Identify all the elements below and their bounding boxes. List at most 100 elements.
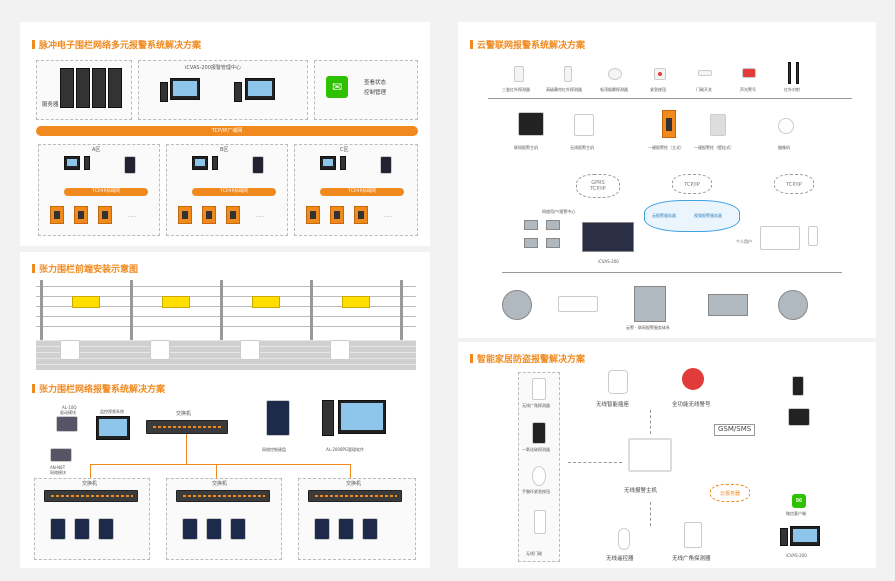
controller-box-icon <box>240 340 260 360</box>
switch-label: 交换机 <box>212 481 228 487</box>
zone-b-label: B区 <box>220 147 229 153</box>
controller-icon <box>206 518 222 540</box>
panel-title: 张力围栏网络报警系统解决方案 <box>32 382 165 395</box>
controller-icon <box>74 206 88 224</box>
remote-label: 无线遥控器 <box>606 556 634 562</box>
left-device-label: 无线门磁 <box>526 551 542 556</box>
controller-box-icon <box>60 340 80 360</box>
beam-sensor-icon <box>788 62 791 84</box>
pc-tower-icon <box>234 82 242 102</box>
controller-icon <box>98 206 112 224</box>
wan-backbone: TCP/IP广域网 <box>36 126 418 136</box>
host-label: 无线报警主机 <box>570 145 594 150</box>
controller-icon <box>354 206 368 224</box>
wechat-status-label: 查看状态 <box>364 80 387 86</box>
panel-title: 智能家居防盗报警解决方案 <box>470 352 585 365</box>
host-label: 一键报警柱（壁挂式） <box>694 145 734 150</box>
server-rack-icon <box>76 68 90 108</box>
network-cable <box>350 464 351 484</box>
tcpip-cloud: TCP/IP <box>774 174 814 194</box>
fence-post <box>130 280 133 340</box>
warning-sign <box>342 296 370 308</box>
server-rack-icon <box>60 68 74 108</box>
panel-title: 脉冲电子围栏网络多元报警系统解决方案 <box>32 38 201 51</box>
cloud-server <box>644 200 740 232</box>
bus-line <box>488 98 852 99</box>
software-label: AL-2008PG管理软件 <box>326 447 365 452</box>
switch-icon <box>176 490 270 502</box>
door-sensor-icon <box>534 510 546 534</box>
warning-sign <box>252 296 280 308</box>
network-cable <box>186 434 187 464</box>
smart-socket-icon <box>608 370 628 394</box>
fence-post <box>310 280 313 340</box>
socket-label: 无线智能插座 <box>596 402 630 408</box>
ellipsis: …… <box>384 213 392 218</box>
pc-tower-icon <box>212 156 218 170</box>
gsm-label: GSM/SMS <box>714 424 756 436</box>
switch-label: 交换机 <box>346 481 362 487</box>
an-sub-label: 网络模块 <box>50 470 66 475</box>
fence-wire <box>36 326 416 327</box>
keypad-icon <box>124 156 136 174</box>
field-photo <box>708 294 748 316</box>
smoke-detector-icon <box>608 68 622 80</box>
wechat-label: 微信客户端 <box>786 511 806 516</box>
left-device-label: 无线广角探测器 <box>522 403 550 408</box>
keyboard-label: 网络控制键盘 <box>262 447 286 452</box>
keyboard-icon <box>266 400 290 436</box>
co-detector-icon <box>532 422 546 444</box>
switch-icon <box>308 490 402 502</box>
sensor-label: 三鉴红外探测器 <box>502 87 530 92</box>
controller-icon <box>74 518 90 540</box>
cloud-label: TCP/IP <box>590 186 606 192</box>
pir-detector-icon <box>684 522 702 548</box>
telephone-icon <box>788 408 810 426</box>
siren-icon <box>742 68 756 78</box>
an-label: AN-N8T <box>50 465 66 470</box>
controller-icon <box>226 206 240 224</box>
zone-c-label: C区 <box>340 147 349 153</box>
camera-icon <box>778 118 794 134</box>
left-device-label: 一氧化碳探测器 <box>522 447 550 452</box>
controller-icon <box>338 518 354 540</box>
controller-icon <box>50 518 66 540</box>
sensor-label: 高级幕帘红外探测器 <box>546 87 582 92</box>
wechat-icon: ✉ <box>326 76 348 98</box>
wireless-host-icon <box>574 114 594 136</box>
controller-icon <box>314 518 330 540</box>
sensor-label: 门磁开关 <box>696 87 712 92</box>
zone-a-lan: TCP/IP局域网 <box>64 188 148 196</box>
monitor-icon <box>192 156 208 170</box>
pir-label: 无线广角探测器 <box>672 556 711 562</box>
user-label: 个人用户 <box>736 239 752 244</box>
pc-tower-icon <box>780 528 788 546</box>
controller-icon <box>178 206 192 224</box>
network-cable <box>90 464 91 484</box>
tcpip-cloud: TCP/IP <box>672 174 712 194</box>
sensor-label: 声光警号 <box>740 87 756 92</box>
controller-icon <box>306 206 320 224</box>
monitor-icon <box>64 156 80 170</box>
controller-icon <box>182 518 198 540</box>
icvas-label: iCVAS-200 <box>786 553 807 558</box>
cloud-label: GPRS <box>591 180 605 186</box>
pc-tower-icon <box>322 400 334 436</box>
laptop-icon <box>760 226 800 250</box>
zone-a-label: A区 <box>92 147 101 153</box>
pc-tower-icon <box>160 82 168 102</box>
police-car-icon <box>558 296 598 312</box>
cloud-server-label: 云报警服务器 <box>652 213 676 218</box>
pc-tower-icon <box>340 156 346 170</box>
center-label: iCVAS-200报警管理中心 <box>185 65 241 71</box>
host-label: 无线报警主机 <box>624 488 658 494</box>
controller-icon <box>362 518 378 540</box>
alarm-column-icon <box>662 110 676 138</box>
zone-c-lan: TCP/IP局域网 <box>320 188 404 196</box>
core-switch-icon <box>146 420 228 434</box>
small-photo <box>524 238 538 248</box>
controller-box-icon <box>150 340 170 360</box>
bus-line <box>502 272 842 273</box>
cloud-server: 云报务器 <box>710 484 750 502</box>
fence-post <box>40 280 43 340</box>
